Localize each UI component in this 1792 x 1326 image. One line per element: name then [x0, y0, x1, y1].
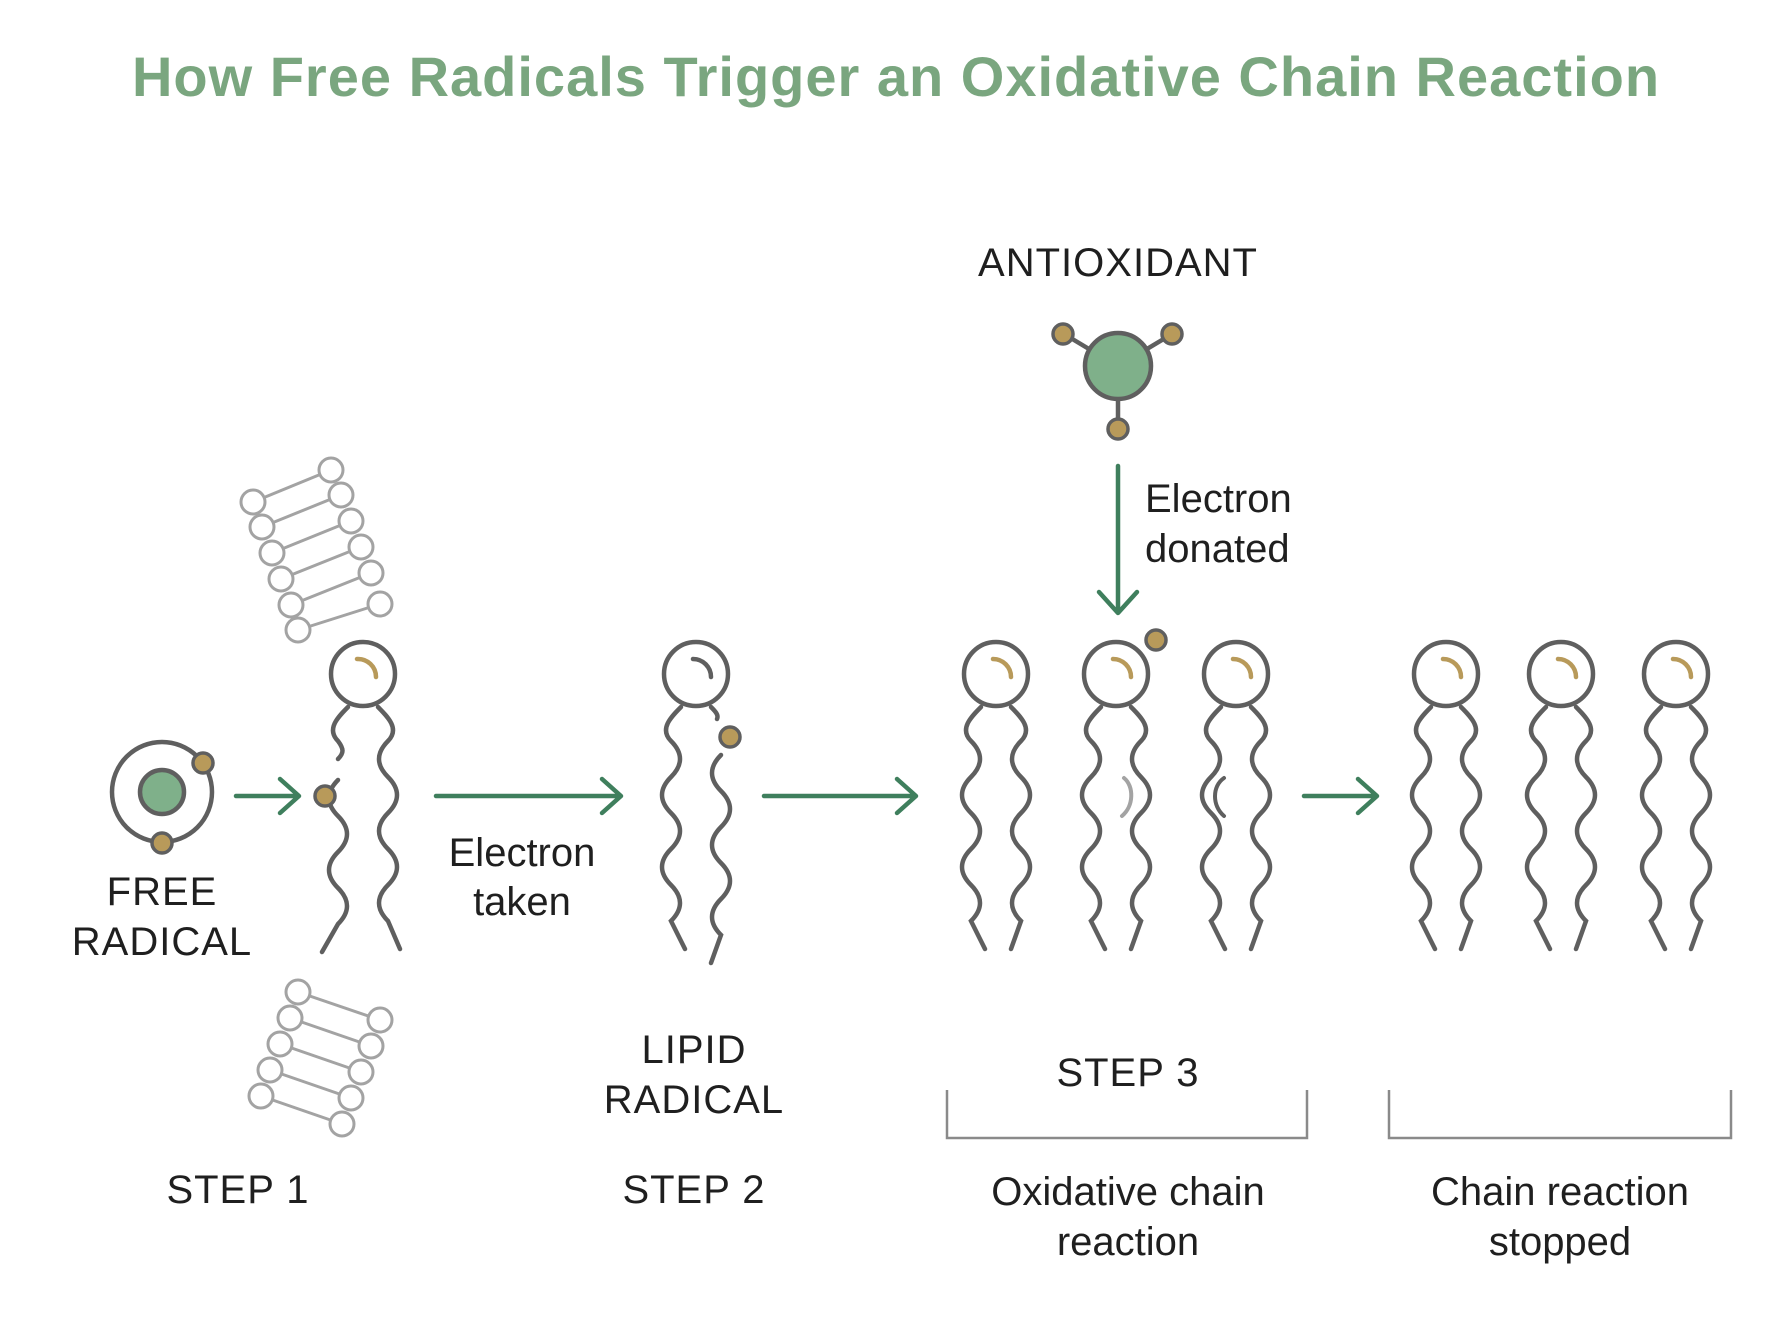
lipid-stopped-1-icon: [1409, 639, 1483, 952]
arrow-to-stopped: [1301, 776, 1380, 816]
lipid-step1-icon: [313, 639, 403, 955]
stopped-label-1: Chain reaction: [1431, 1170, 1689, 1214]
arrow-attack: [233, 776, 302, 816]
lipid-chain-2-icon: [1079, 628, 1168, 952]
bracket-oxidative: [945, 1090, 1309, 1140]
step3-label: STEP 3: [1056, 1051, 1199, 1095]
free-radical-icon: [109, 739, 215, 855]
lipid-radical-icon: [659, 639, 742, 966]
lipid-radical-label-2: RADICAL: [604, 1078, 784, 1122]
lipid-stopped-2-icon: [1524, 639, 1598, 952]
electron-donated-label-2: donated: [1145, 527, 1290, 571]
antioxidant-label: ANTIOXIDANT: [978, 241, 1258, 285]
arrow-electron-donated: [1096, 463, 1140, 616]
step1-label: STEP 1: [166, 1168, 309, 1212]
free-radical-label-2: RADICAL: [72, 920, 252, 964]
arrow-electron-taken: [433, 776, 624, 816]
membrane-fragment-top: [239, 456, 394, 644]
oxidative-chain-label-1: Oxidative chain: [991, 1170, 1264, 1214]
lipid-radical-label-1: LIPID: [641, 1028, 746, 1072]
electron-taken-label-1: Electron: [449, 831, 596, 875]
lipid-stopped-3-icon: [1639, 639, 1713, 952]
bracket-stopped: [1387, 1090, 1733, 1140]
lipid-chain-1-icon: [959, 639, 1033, 952]
page-title: How Free Radicals Trigger an Oxidative C…: [132, 45, 1660, 108]
electron-donated-label-1: Electron: [1145, 477, 1292, 521]
electron-taken-label-2: taken: [473, 880, 571, 924]
lipid-chain-3-icon: [1199, 639, 1273, 952]
free-radical-label-1: FREE: [107, 870, 218, 914]
antioxidant-icon: [1051, 322, 1184, 441]
stopped-label-2: stopped: [1489, 1220, 1631, 1264]
oxidative-chain-label-2: reaction: [1057, 1220, 1199, 1264]
membrane-fragment-bottom: [247, 978, 394, 1138]
arrow-chain-propagation: [761, 776, 919, 816]
step2-label: STEP 2: [622, 1168, 765, 1212]
